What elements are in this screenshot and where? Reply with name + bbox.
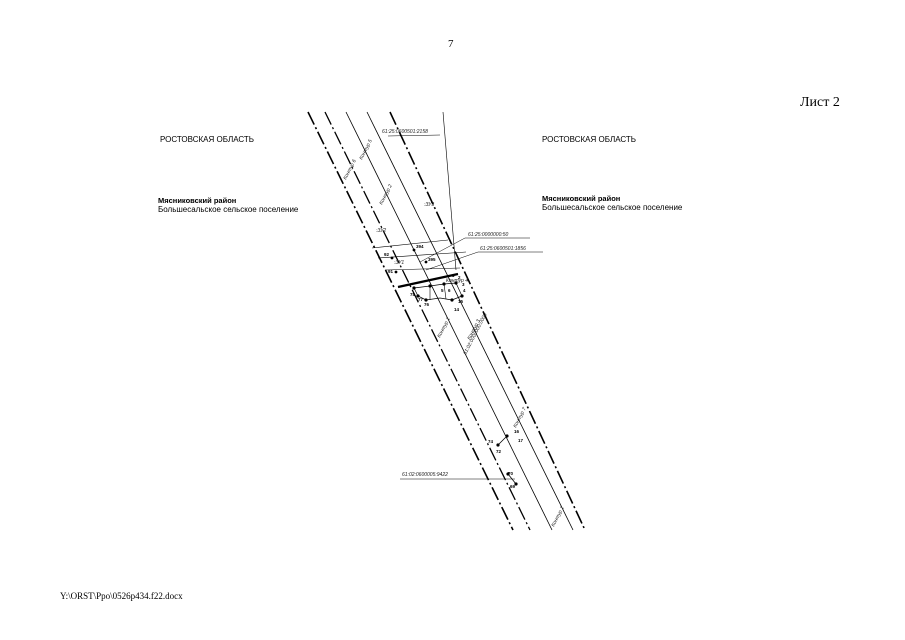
left-region-label: РОСТОВСКАЯ ОБЛАСТЬ — [160, 135, 255, 144]
point-6: 6 — [448, 288, 451, 293]
right-region-label: РОСТОВСКАЯ ОБЛАСТЬ — [542, 135, 637, 144]
parcel-stub-2 — [443, 283, 447, 300]
zu1-label: :ЗУ1 — [394, 260, 404, 266]
cad-number-1856: 61:25:0600501:1856 — [480, 246, 526, 252]
lower-segment-1 — [497, 435, 508, 446]
boundary-line-right-outer — [389, 111, 586, 531]
left-settlement-label: Большесальское сельское поселение — [158, 205, 299, 214]
parcel-cross-line-1 — [371, 239, 449, 249]
point-395: 395 — [428, 257, 436, 262]
zu3-label: :ЗУ3 — [424, 202, 434, 208]
point-16: 16 — [514, 429, 520, 434]
point-1: 1 — [452, 273, 455, 278]
right-settlement-label: Большесальское сельское поселение — [542, 203, 683, 212]
left-district-label: Мясниковский район — [158, 196, 237, 205]
point-394: 394 — [416, 244, 424, 249]
footer-file-path: Y:\ORST\Ppo\0526p434.f22.docx — [60, 591, 183, 601]
lower-segment-2 — [507, 473, 517, 485]
kontur6-label: Контур 6 — [342, 158, 357, 181]
parcel-edge-line — [442, 111, 457, 271]
point-91: 91 — [388, 269, 394, 274]
kontur1-label: Контур 1 — [436, 316, 451, 339]
leader-line-50 — [419, 237, 466, 263]
cad-number-2158: 61:25:0600501:2158 — [382, 129, 428, 135]
point-4: 4 — [463, 288, 466, 293]
point-78: 78 — [410, 292, 416, 297]
parcel-polygon — [413, 282, 463, 301]
cad-number-50: 61:25:0000000:50 — [468, 232, 509, 238]
kontur-bottom-label: Контур 1 — [550, 505, 565, 528]
cad-number-9422: 61:02:0600005:9422 — [402, 472, 448, 478]
zu2-label: :ЗУ2 — [376, 228, 386, 234]
right-district-label: Мясниковский район — [542, 194, 621, 203]
point-74: 74 — [488, 439, 494, 444]
crossing-segment — [397, 272, 459, 289]
point-92: 92 — [384, 252, 390, 257]
vertex-points — [390, 248, 518, 486]
point-70: 70 — [508, 471, 514, 476]
point-72: 72 — [496, 449, 502, 454]
boundary-line-right-inner — [366, 111, 574, 531]
leader-line-2158 — [387, 134, 441, 137]
boundary-line-left-inner — [324, 111, 531, 531]
point-77: 77 — [418, 297, 424, 302]
point-3: 3 — [462, 282, 465, 287]
point-14: 14 — [454, 307, 460, 312]
point-76: 76 — [424, 302, 430, 307]
point-69: 69 — [510, 484, 516, 489]
point-17: 17 — [518, 438, 524, 443]
boundary-line-center — [345, 111, 553, 531]
point-15: 15 — [458, 299, 464, 304]
point-2: 2 — [458, 275, 461, 280]
leader-line-1856 — [425, 251, 479, 271]
sheet-label: Лист 2 — [800, 95, 840, 110]
parcel-cross-line-3 — [384, 267, 461, 271]
kontur2-label: Контур 2 — [378, 183, 393, 206]
point-5: 5 — [441, 288, 444, 293]
kontur4-label: Контур 4 — [446, 278, 468, 284]
boundary-line-left-outer — [307, 111, 514, 531]
page-number: 7 — [448, 38, 454, 50]
kontur7-label: Контур 7 — [512, 406, 527, 429]
